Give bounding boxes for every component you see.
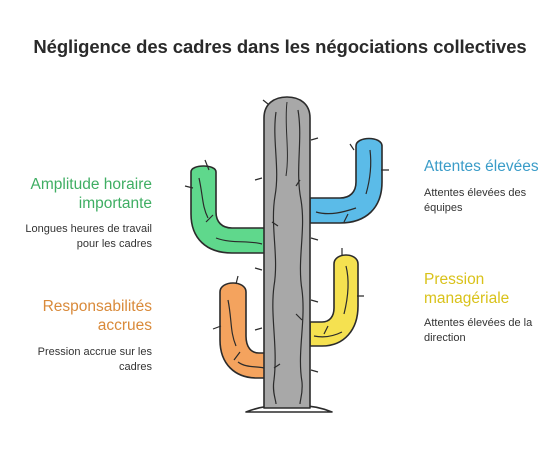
heading-line: accrues [97, 317, 152, 334]
heading-amplitude-horaire: Amplitude horaire importante [0, 175, 152, 213]
desc-line: Attentes élevées des [424, 187, 527, 199]
green-arm [190, 165, 266, 254]
heading-line: Attentes élevées [424, 158, 539, 175]
orange-arm [219, 282, 266, 379]
heading-line: Pression [424, 271, 485, 288]
yellow-arm [309, 254, 359, 347]
desc-line: Pression accrue sur les [37, 346, 152, 358]
heading-line: importante [78, 195, 152, 212]
diagram-title: Négligence des cadres dans les négociati… [33, 36, 527, 57]
heading-responsabilites: Responsabilités accrues [0, 297, 152, 335]
desc-line: équipes [424, 202, 463, 214]
desc-line: pour les cadres [76, 238, 152, 250]
desc-line: Attentes élevées de la [424, 317, 533, 329]
heading-attentes-elevees: Attentes élevées [424, 157, 560, 176]
heading-line: Amplitude horaire [30, 176, 152, 193]
desc-attentes-elevees: Attentes élevées des équipes [424, 186, 554, 216]
heading-pression-manageriale: Pression managériale [424, 270, 560, 308]
blue-arm [309, 137, 383, 224]
desc-pression-manageriale: Attentes élevées de la direction [424, 316, 560, 346]
desc-responsabilites: Pression accrue sur les cadres [0, 345, 152, 375]
heading-line: Responsabilités [42, 298, 152, 315]
desc-amplitude-horaire: Longues heures de travail pour les cadre… [0, 222, 152, 252]
desc-line: Longues heures de travail [25, 223, 152, 235]
desc-line: direction [424, 332, 466, 344]
heading-line: managériale [424, 290, 510, 307]
desc-line: cadres [118, 361, 152, 373]
